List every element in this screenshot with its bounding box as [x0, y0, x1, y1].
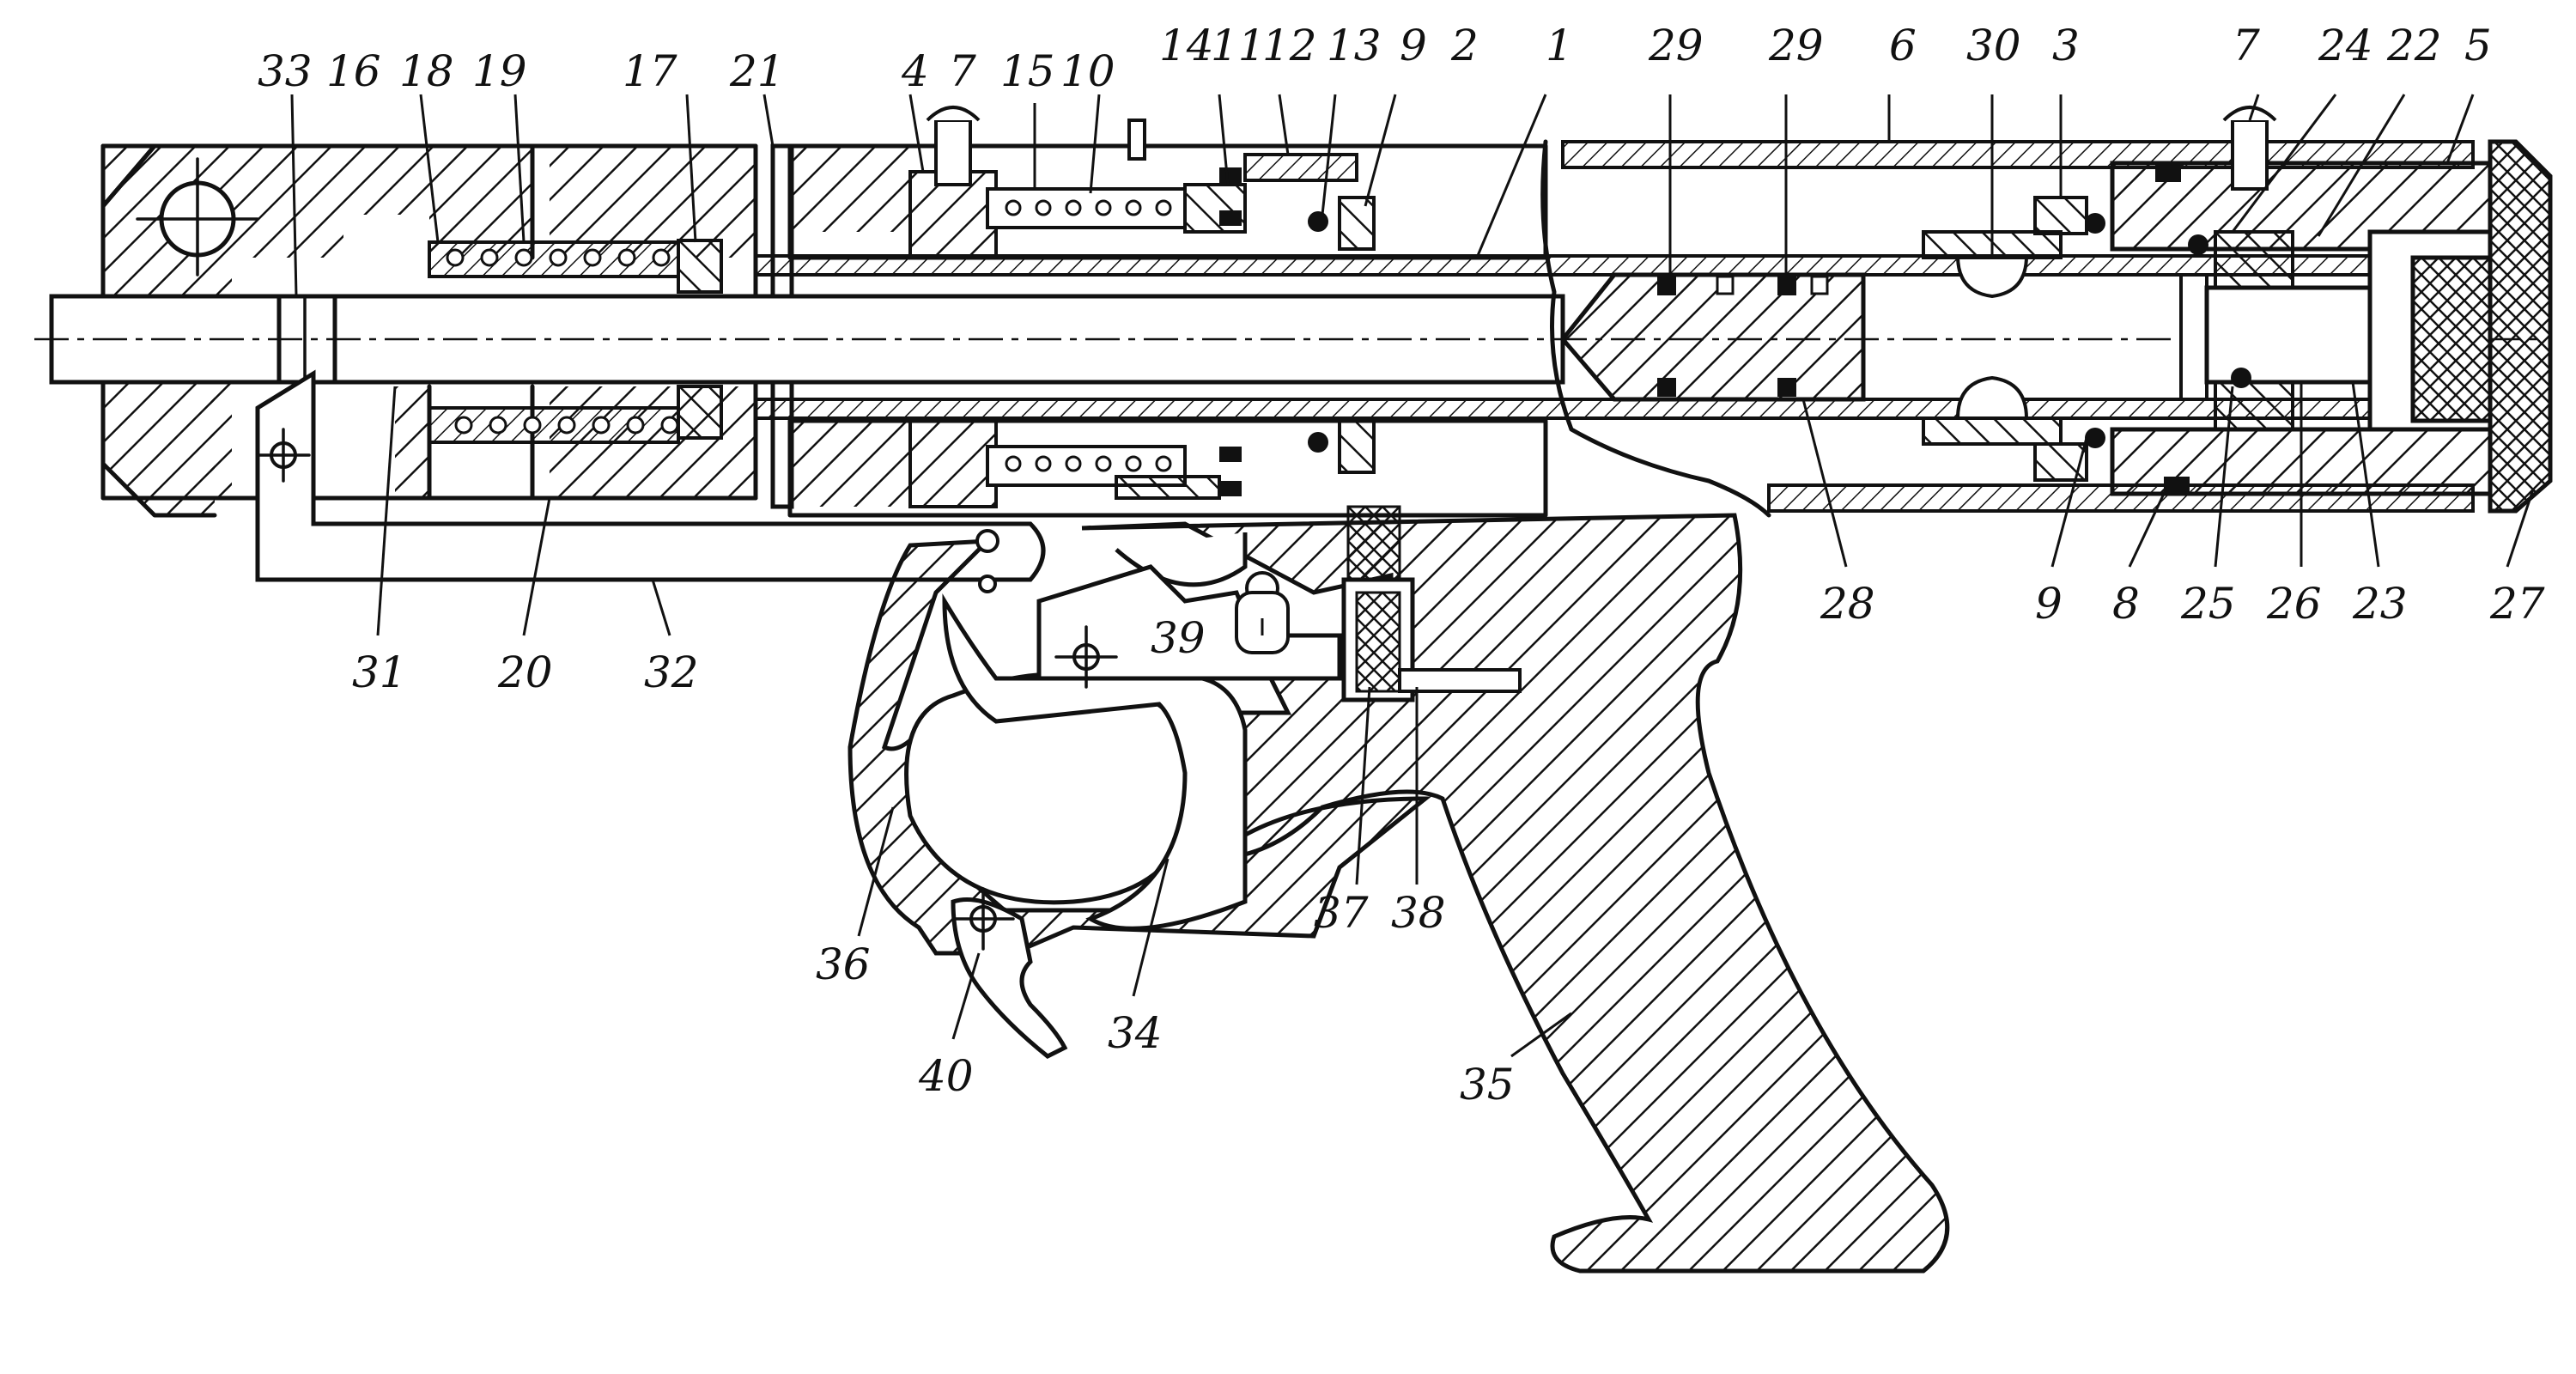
trigger-34: [942, 529, 1342, 931]
spring-20: [428, 406, 680, 444]
label-2: 2: [1450, 21, 1479, 70]
label-6: 6: [1889, 21, 1917, 70]
label-36: 36: [816, 939, 871, 989]
spring-19: [428, 240, 680, 278]
label-23: 23: [2352, 579, 2408, 629]
washer-17-lower: [677, 385, 723, 440]
end-cap-27: [2410, 139, 2553, 514]
label-20: 20: [497, 647, 553, 697]
label-16: 16: [326, 46, 381, 96]
label-31: 31: [352, 647, 407, 697]
label-17: 17: [623, 46, 677, 96]
label-39: 39: [1151, 613, 1206, 663]
label-7-right: 7: [2233, 21, 2260, 70]
label-27: 27: [2489, 579, 2545, 629]
label-13: 13: [1327, 21, 1382, 70]
label-19: 19: [472, 46, 527, 96]
rear-hole: [136, 157, 259, 277]
label-4: 4: [901, 46, 929, 96]
washer-17: [677, 239, 723, 294]
label-18: 18: [399, 46, 454, 96]
label-29-right: 29: [1768, 21, 1824, 70]
label-35: 35: [1460, 1060, 1515, 1110]
label-26: 26: [2266, 579, 2322, 629]
ports-30: [1922, 196, 2088, 482]
label-9-top: 9: [1400, 21, 1427, 70]
label-40: 40: [918, 1051, 974, 1101]
rod-32: [255, 369, 1046, 582]
label-24: 24: [2318, 21, 2373, 70]
trigger-guard-36: [848, 538, 1432, 956]
label-9-bottom: 9: [2035, 579, 2063, 629]
label-11: 11: [1211, 21, 1266, 70]
middle-housing: [787, 106, 1548, 260]
label-10: 10: [1060, 46, 1115, 96]
label-15: 15: [1000, 46, 1055, 96]
label-28: 28: [1820, 579, 1875, 629]
label-7: 7: [949, 46, 976, 96]
label-29-left: 29: [1648, 21, 1704, 70]
label-30: 30: [1966, 21, 2021, 70]
label-22: 22: [2386, 21, 2442, 70]
middle-housing-lower: [787, 418, 1548, 518]
label-38: 38: [1391, 888, 1446, 938]
label-34: 34: [1108, 1008, 1163, 1058]
label-33: 33: [258, 46, 313, 96]
label-5: 5: [2464, 21, 2492, 70]
label-37: 37: [1314, 888, 1369, 938]
piston-28: [1559, 272, 1866, 402]
label-25: 25: [2180, 579, 2236, 629]
label-1: 1: [1546, 21, 1573, 70]
spring-37-38: [1341, 505, 1522, 702]
leader-lines: [290, 94, 2535, 1058]
part-labels: 33 16 18 19 17 21 4 7 15 10 14 11 12 13 …: [258, 21, 2545, 1110]
label-8: 8: [2112, 579, 2140, 629]
label-32: 32: [644, 647, 699, 697]
label-14: 14: [1159, 21, 1214, 70]
label-3: 3: [2052, 21, 2080, 70]
label-12: 12: [1262, 21, 1317, 70]
label-21: 21: [729, 46, 785, 96]
